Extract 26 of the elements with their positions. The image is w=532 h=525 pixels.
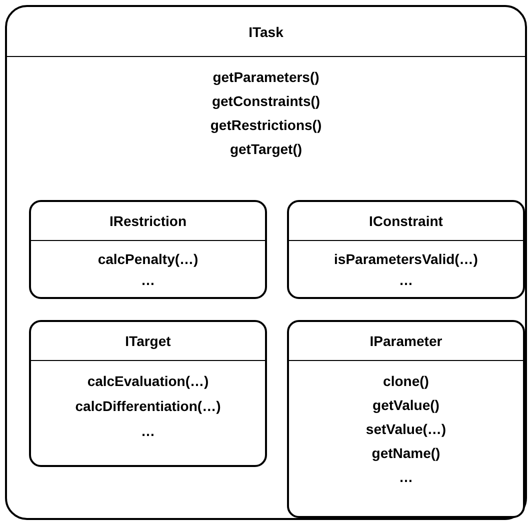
- method-name: clone(): [383, 373, 429, 390]
- method-name: …: [399, 272, 413, 289]
- method-name: isParametersValid(…): [334, 251, 478, 268]
- method-name: getTarget(): [230, 141, 302, 158]
- interface-box: [5, 5, 527, 520]
- method-name: calcEvaluation(…): [87, 373, 209, 390]
- interface-name: ITarget: [125, 333, 171, 349]
- method-name: getParameters(): [212, 69, 320, 86]
- interface-box: [287, 200, 525, 299]
- method-name: getName(): [372, 445, 440, 462]
- method-name: getConstraints(): [212, 93, 320, 110]
- method-name: …: [399, 469, 413, 486]
- method-name: calcDifferentiation(…): [75, 398, 221, 415]
- interface-name: IRestriction: [109, 213, 186, 229]
- method-name: getValue(): [372, 397, 440, 414]
- method-name: …: [141, 272, 155, 289]
- interface-box: [29, 200, 267, 299]
- interface-box: [29, 320, 267, 467]
- interface-name: IParameter: [370, 333, 442, 349]
- method-name: getRestrictions(): [210, 117, 322, 134]
- method-name: setValue(…): [366, 421, 446, 438]
- interface-name: ITask: [248, 24, 284, 40]
- method-name: …: [141, 423, 155, 440]
- interface-name: IConstraint: [369, 213, 443, 229]
- interface-box: [287, 320, 525, 518]
- method-name: calcPenalty(…): [98, 251, 198, 268]
